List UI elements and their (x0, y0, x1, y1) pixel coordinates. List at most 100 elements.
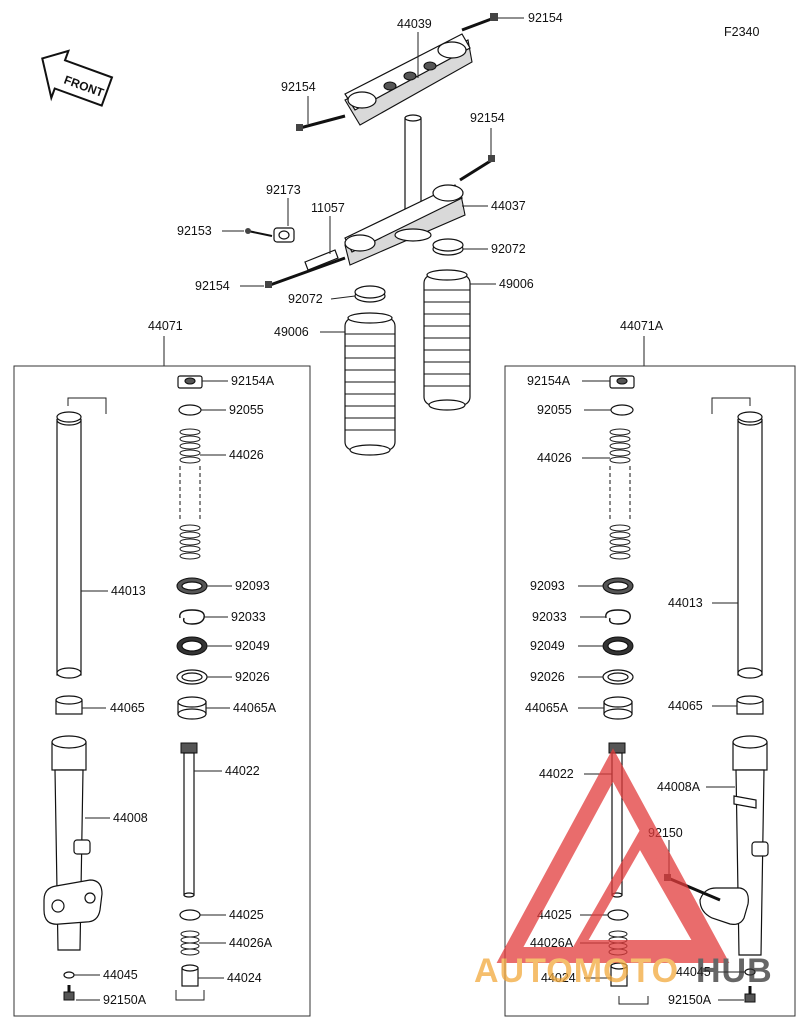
label-left-92150a: 92150A (103, 993, 147, 1007)
label-right-92026: 92026 (530, 670, 565, 684)
ring-44025-left (179, 909, 201, 921)
label-right-44045: 44045 (676, 965, 711, 979)
band-92072-right (432, 238, 464, 256)
seat-44024-right (610, 962, 649, 1005)
label-left-92055: 92055 (229, 403, 264, 417)
callout-92154-b: 92154 (281, 80, 316, 94)
bottom-bolt-92150a-right (744, 986, 756, 1003)
assembly-box-right (504, 365, 796, 1017)
spring-44026-right (609, 428, 631, 560)
dust-seal-92093-right (602, 577, 634, 595)
bush-44065a-left (177, 696, 207, 720)
bottom-bolt-92150a-left (63, 985, 75, 1001)
bolt-mid-right (459, 155, 495, 182)
bush-44065a-right (603, 696, 633, 720)
circlip-92033-left (179, 609, 205, 625)
o-ring-92055-right (610, 404, 634, 416)
piston-rod-44022-left (180, 742, 198, 898)
label-right-44065: 44065 (668, 699, 703, 713)
screw-92153 (245, 228, 273, 237)
label-right-44024: 44024 (541, 971, 576, 985)
label-right-44065a: 44065A (525, 701, 569, 715)
label-left-44026: 44026 (229, 448, 264, 462)
cap-bolt-92154a-left (177, 375, 203, 389)
callout-49006-left: 49006 (274, 325, 309, 339)
label-right-44008a: 44008A (657, 780, 701, 794)
label-right-44025: 44025 (537, 908, 572, 922)
rebound-spring-44026a-left (180, 930, 200, 956)
outer-tube-44008a-right (699, 735, 769, 956)
label-right-44026: 44026 (537, 451, 572, 465)
bolt-lower-left (265, 256, 346, 288)
bolt-upper-left (296, 114, 346, 131)
assembly-label-right: 44071A (620, 319, 664, 333)
bush-44065-right (736, 695, 764, 715)
label-right-44022: 44022 (539, 767, 574, 781)
label-left-44045: 44045 (103, 968, 138, 982)
spring-44026-left (179, 428, 201, 560)
inner-tube-44013-left (56, 397, 107, 679)
assembly-label-left: 44071 (148, 319, 183, 333)
ring-44025-right (607, 909, 629, 921)
label-left-92093: 92093 (235, 579, 270, 593)
label-right-92055: 92055 (537, 403, 572, 417)
seat-44024-left (175, 964, 205, 1001)
hose-guide-11057 (304, 249, 339, 271)
steering-stem-44037 (344, 114, 466, 266)
oil-seal-92049-right (602, 636, 634, 656)
label-left-92049: 92049 (235, 639, 270, 653)
bush-44065-left (55, 695, 83, 715)
label-left-44065: 44065 (110, 701, 145, 715)
callout-92153: 92153 (177, 224, 212, 238)
label-left-44026a: 44026A (229, 936, 273, 950)
watermark-triangle-icon (496, 748, 730, 963)
callout-44039: 44039 (397, 17, 432, 31)
callout-92072-left: 92072 (288, 292, 323, 306)
cap-bolt-92154a-right (609, 375, 635, 389)
watermark-text-hub: HUB (696, 952, 773, 990)
label-left-92026: 92026 (235, 670, 270, 684)
piston-rod-44022-right (608, 742, 626, 898)
callout-92154-a: 92154 (528, 11, 563, 25)
label-left-92154a: 92154A (231, 374, 275, 388)
callout-11057: 11057 (311, 201, 345, 215)
watermark-logo: AUTOMOTO HUB (474, 748, 773, 990)
o-ring-92055-left (178, 404, 202, 416)
washer-92026-right (602, 669, 634, 685)
label-right-92150a: 92150A (668, 993, 712, 1007)
front-direction-arrow: FRONT (41, 49, 114, 107)
label-left-44025: 44025 (229, 908, 264, 922)
callout-92173: 92173 (266, 183, 301, 197)
fork-boot-49006-right (423, 269, 471, 411)
label-right-92154a: 92154A (527, 374, 571, 388)
band-92072-left (354, 285, 386, 303)
upper-bracket-44039 (344, 33, 473, 126)
inner-tube-44013-right (711, 397, 763, 679)
figure-code: F2340 (724, 25, 759, 39)
washer-92026-left (176, 669, 208, 685)
label-right-44013: 44013 (668, 596, 703, 610)
oil-seal-92049-left (176, 636, 208, 656)
label-left-44022: 44022 (225, 764, 260, 778)
fork-boot-49006-left (344, 312, 396, 456)
callout-49006-right: 49006 (499, 277, 534, 291)
label-left-44065a: 44065A (233, 701, 277, 715)
bolt-upper-right (461, 13, 498, 32)
dust-seal-92093-left (176, 577, 208, 595)
watermark-text-automoto: AUTOMOTO (474, 952, 679, 990)
label-left-92033: 92033 (231, 610, 266, 624)
clamp-bracket-92173 (273, 227, 295, 243)
gasket-44045-left (63, 971, 75, 979)
assembly-box-left (13, 365, 311, 1017)
callout-92072-right: 92072 (491, 242, 526, 256)
callout-44037: 44037 (491, 199, 526, 213)
label-right-92033: 92033 (532, 610, 567, 624)
label-right-92093: 92093 (530, 579, 565, 593)
callout-92154-c: 92154 (470, 111, 505, 125)
outer-tube-44008-left (43, 735, 103, 951)
label-left-44024: 44024 (227, 971, 262, 985)
label-right-44026a: 44026A (530, 936, 574, 950)
callout-92154-d: 92154 (195, 279, 230, 293)
